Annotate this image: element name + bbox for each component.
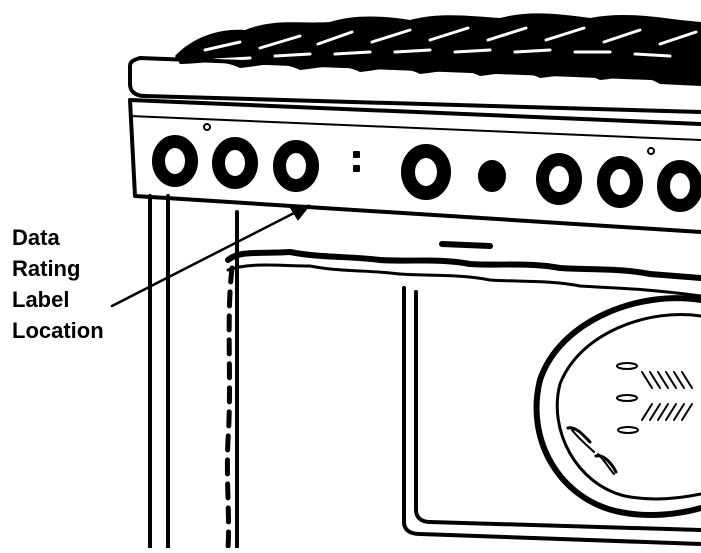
callout-line: Rating: [12, 253, 104, 284]
control-knobs: [154, 137, 701, 210]
callout-line: Data: [12, 222, 104, 253]
callout-line: Label: [12, 284, 104, 315]
oven-fan-cover: [537, 298, 701, 515]
callout-arrowhead: [290, 205, 310, 220]
callout-line: Location: [12, 315, 104, 346]
callout-leader-line: [112, 210, 300, 306]
fan-slots: [572, 363, 692, 474]
oven-window-frame: [404, 288, 701, 544]
data-rating-label-callout: Data Rating Label Location: [12, 222, 104, 346]
